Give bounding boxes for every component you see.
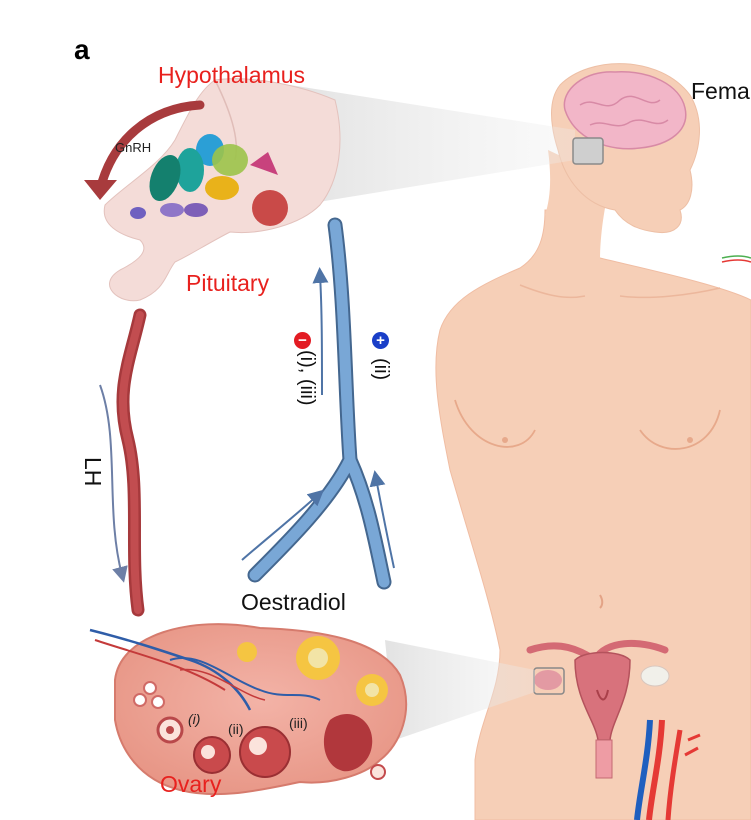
- lh-vessel-inner: [118, 311, 144, 614]
- gnrh-label: GnRH: [115, 140, 152, 155]
- gnrh-arrow: [95, 100, 205, 195]
- stimulate-stage-label: (ii): [370, 358, 392, 381]
- gnrh-arrowhead: [84, 180, 117, 200]
- lh-flow-arrow: [99, 384, 128, 583]
- lh-label: LH: [80, 457, 106, 487]
- zoom-beam-ovary: [385, 640, 535, 740]
- hypothalamus-pituitary: [103, 78, 341, 302]
- oestradiol-vessel-inner: [249, 219, 356, 581]
- pituitary-label: Pituitary: [186, 270, 270, 296]
- brain-zoom-box: [572, 137, 604, 165]
- panel-label: a: [74, 34, 90, 65]
- oestradiol-branch-inner: [344, 454, 390, 588]
- follicle-i-label: (i): [188, 711, 201, 727]
- female-label: Fema: [691, 78, 750, 104]
- hypothalamus-label: Hypothalamus: [158, 62, 306, 88]
- oestradiol-arrow-left: [241, 489, 324, 561]
- oestradiol-arrow-up: [312, 267, 329, 396]
- ovary-illustration: [89, 623, 408, 796]
- follicle-ii-label: (ii): [228, 721, 244, 737]
- uterus: [526, 639, 701, 820]
- positive-feedback-badge: +: [372, 332, 389, 349]
- oestradiol-label: Oestradiol: [241, 589, 346, 615]
- ovary-label: Ovary: [160, 771, 222, 797]
- zoom-beam-brain: [290, 85, 575, 205]
- oestradiol-arrow-right: [369, 470, 395, 569]
- follicle-iii-label: (iii): [289, 715, 308, 731]
- negative-feedback-badge: −: [294, 332, 311, 349]
- inhibit-stages-label: (i), (iii): [296, 350, 318, 406]
